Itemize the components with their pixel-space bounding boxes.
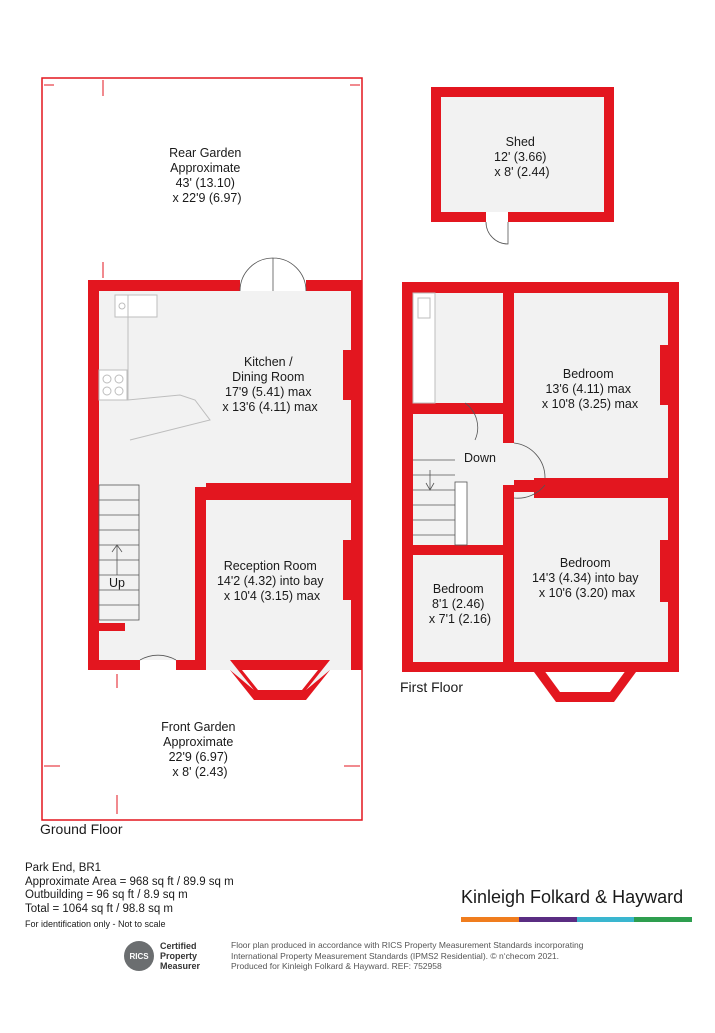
address: Park End, BR1 — [25, 862, 102, 874]
agent-name: Kinleigh Folkard & Hayward — [461, 887, 684, 907]
total-area: Total = 1064 sq ft / 98.8 sq m — [25, 902, 173, 915]
ground-stairs — [98, 484, 140, 621]
first-floor-title: First Floor — [400, 679, 463, 695]
first-stairs — [413, 459, 468, 546]
front-garden-label: Front Garden Approximate 22'9 (6.97) x 8… — [161, 720, 239, 779]
approx-area: Approximate Area = 968 sq ft / 89.9 sq m — [25, 875, 234, 888]
footer-disclaimer: Floor plan produced in accordance with R… — [231, 940, 584, 971]
first-floor-plan — [402, 282, 679, 702]
rear-garden-label: Rear Garden Approximate 43' (13.10) x 22… — [169, 146, 245, 205]
area-summary: Park End, BR1 Approximate Area = 968 sq … — [25, 862, 234, 932]
rics-badge: RICS Certified Property Measurer — [124, 940, 222, 972]
shed-label: Shed 12' (3.66) x 8' (2.44) — [494, 135, 550, 179]
garden-dimension-arrows — [44, 80, 360, 814]
shed-door-swing — [485, 221, 509, 245]
rics-logo: RICS — [124, 941, 154, 971]
reception-label: Reception Room 14'2 (4.32) into bay x 10… — [217, 559, 327, 603]
brand-bar-segment — [576, 917, 635, 922]
bedroom-rear-label: Bedroom 13'6 (4.11) max x 10'8 (3.25) ma… — [542, 367, 639, 411]
first-floor-door-swings — [464, 402, 546, 499]
kitchen-label: Kitchen / Dining Room 17'9 (5.41) max x … — [222, 355, 318, 414]
brand-bar-segment — [634, 917, 692, 922]
front-door-swing — [139, 654, 177, 661]
brand-bar-segment — [461, 917, 519, 922]
bedroom-front-label: Bedroom 14'3 (4.34) into bay x 10'6 (3.2… — [532, 556, 642, 600]
outbuilding-area: Outbuilding = 96 sq ft / 8.9 sq m — [25, 889, 188, 901]
stairs-down-label: Down — [464, 451, 496, 465]
shed — [431, 87, 614, 245]
scale-note: For identification only - Not to scale — [25, 919, 166, 929]
brand-color-bar — [461, 917, 692, 922]
patio-door-swing — [239, 257, 307, 292]
brand-bar-segment — [518, 917, 577, 922]
ground-floor-plan — [88, 257, 362, 700]
ground-floor-title: Ground Floor — [40, 821, 123, 837]
stairs-up-label: Up — [109, 576, 125, 590]
bedroom-small-label: Bedroom 8'1 (2.46) x 7'1 (2.16) — [429, 582, 491, 626]
rics-badge-text: Certified Property Measurer — [160, 941, 201, 971]
